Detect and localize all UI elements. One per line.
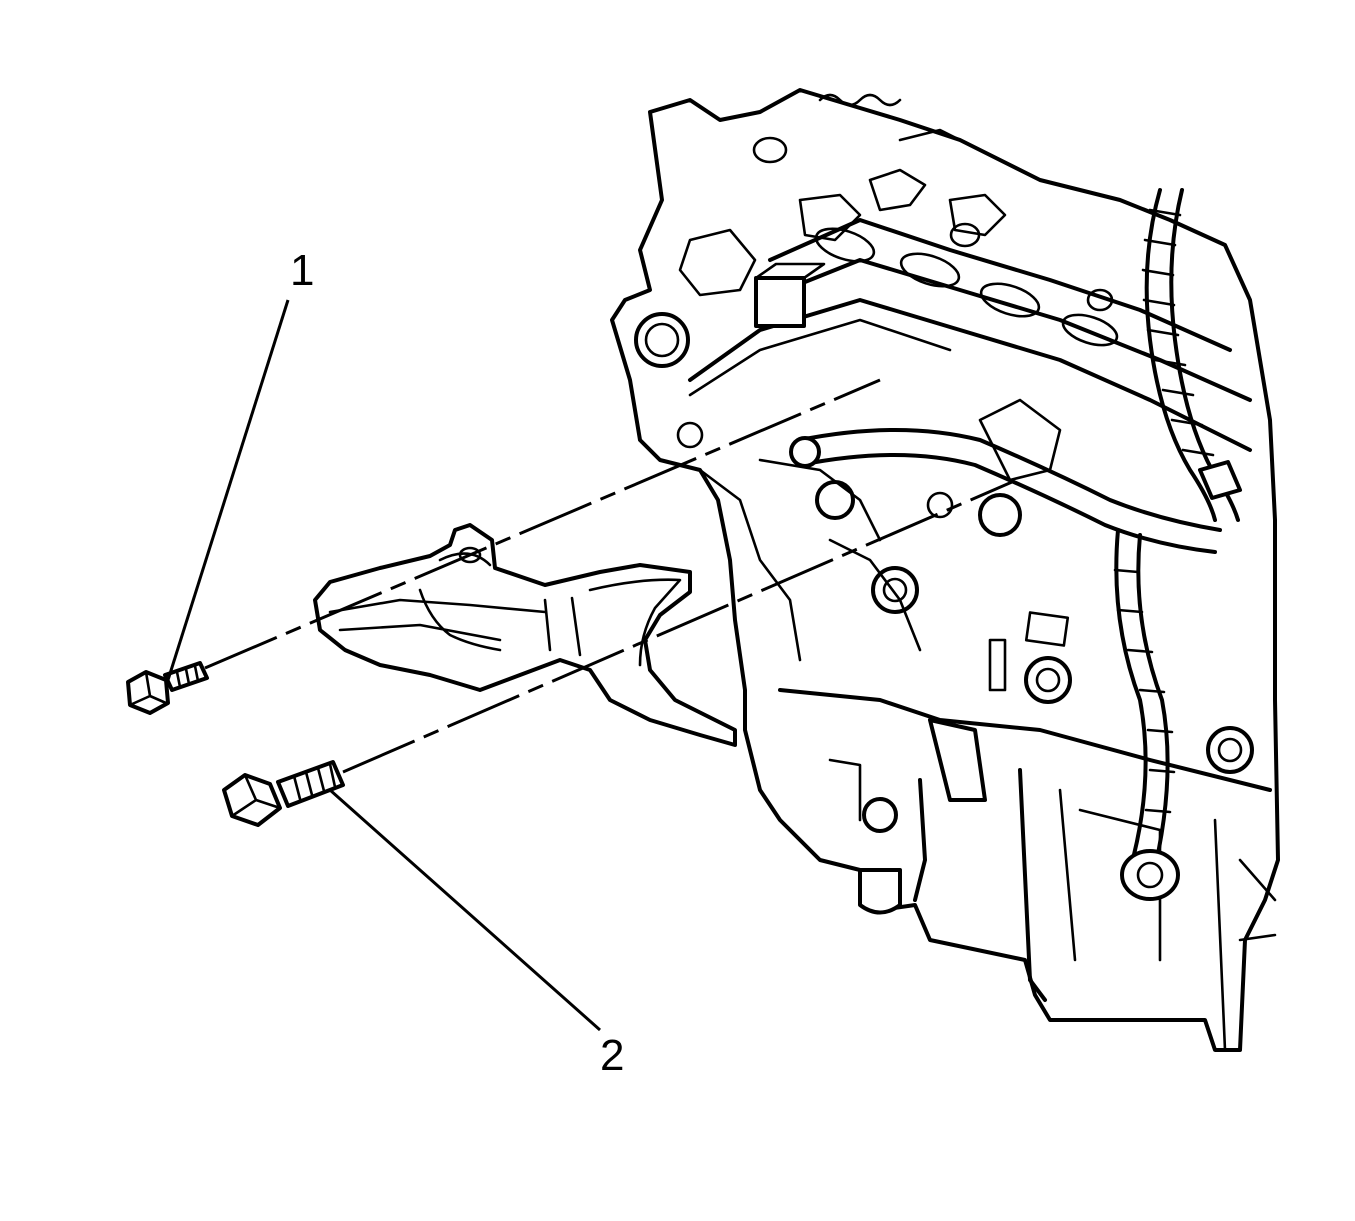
leader-line-2 xyxy=(329,788,601,1032)
engine-block xyxy=(610,88,1280,1052)
callout-2: 2 xyxy=(329,788,624,1080)
bolt-2 xyxy=(222,760,345,827)
callout-label-1: 1 xyxy=(290,246,314,295)
callout-1: 1 xyxy=(166,246,314,681)
bolt-1 xyxy=(126,661,209,715)
wiring-harness xyxy=(789,188,1242,901)
callout-label-2: 2 xyxy=(600,1031,624,1080)
leader-line-1 xyxy=(166,299,290,681)
alignment-lines xyxy=(204,378,1013,774)
mounting-bracket xyxy=(313,523,737,747)
